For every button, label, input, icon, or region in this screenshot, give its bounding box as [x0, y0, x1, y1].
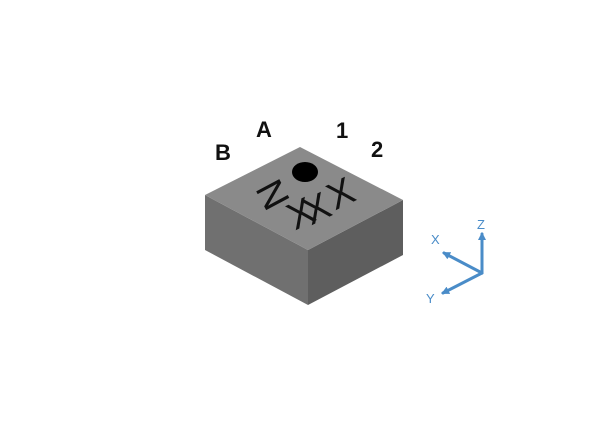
- pin-label-a: A: [256, 117, 272, 142]
- chip-right-face: [308, 200, 403, 305]
- x-axis-arrow: [442, 251, 484, 275]
- pin-label-1: 1: [336, 118, 348, 143]
- y-axis-label: Y: [426, 291, 435, 306]
- z-axis-label: Z: [477, 217, 485, 232]
- chip-top-face: [205, 147, 403, 250]
- x-axis-label: X: [431, 232, 440, 247]
- pin-label-2: 2: [371, 137, 383, 162]
- axis-triad: Z X Y: [426, 217, 486, 306]
- pin-label-b: B: [215, 140, 231, 165]
- chip-left-face: [205, 195, 308, 305]
- chip-package: N X X X: [205, 147, 403, 305]
- y-axis-arrow: [441, 271, 484, 295]
- pin1-indicator-dot: [292, 162, 318, 182]
